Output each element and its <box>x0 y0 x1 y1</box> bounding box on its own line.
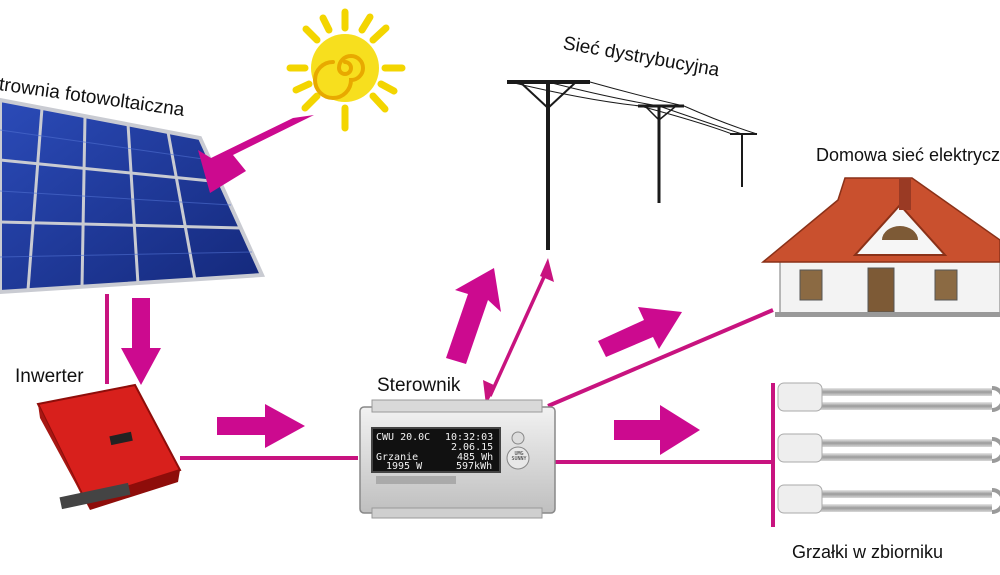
house-icon <box>760 177 1000 317</box>
arrow-panels-to-inverter <box>121 298 161 385</box>
lcd-row3-right: 485 Wh <box>457 452 494 463</box>
heater-rods-icon <box>777 382 1000 514</box>
inverter-label: Inwerter <box>15 366 84 387</box>
utility-poles-icon <box>507 80 758 250</box>
controller-device <box>359 399 556 519</box>
lcd-row2-right: 2.06.15 <box>451 442 494 453</box>
arrow-controller-to-home <box>598 307 682 357</box>
solar-panel <box>0 97 266 295</box>
arrow-inverter-to-controller <box>217 404 305 448</box>
lcd-row4-right: 597kWh <box>456 461 493 472</box>
arrow-controller-to-heaters <box>614 405 700 455</box>
controller-button-label: UMG SUNNY <box>511 451 527 462</box>
lcd-row1-right: 10:32:03 <box>445 432 494 443</box>
arrow-sun-to-panels <box>198 115 314 193</box>
lcd-row1-left: CWU 20.0C <box>376 432 431 443</box>
arrow-controller-to-grid <box>446 268 501 364</box>
connection-lines <box>105 294 775 527</box>
double-arrow-grid <box>483 258 554 405</box>
flow-arrows <box>121 115 700 455</box>
lcd-row4-left: 1995 W <box>386 461 423 472</box>
heaters-label: Grzałki w zbiorniku <box>792 542 944 562</box>
sun-icon <box>286 8 406 132</box>
home-label: Domowa sieć elektryczna <box>816 145 1000 165</box>
inverter-device <box>36 383 182 510</box>
lcd-row3-left: Grzanie <box>376 452 419 463</box>
controller-label: Sterownik <box>377 375 461 396</box>
